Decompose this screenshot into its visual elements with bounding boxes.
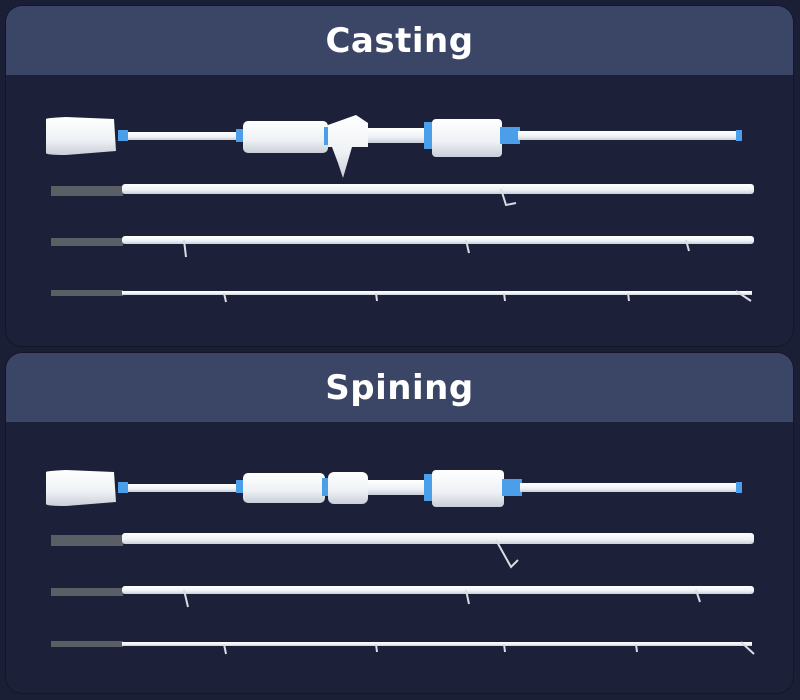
casting-panel-header: Casting [6,6,793,75]
mid-section-1 [51,533,754,569]
spinning-rod-sections [46,470,755,655]
spinning-panel: Spining [6,353,793,693]
butt-section [46,115,742,178]
spinning-panel-title: Spining [325,367,474,408]
casting-panel: Casting [6,6,793,346]
casting-rod-sections [46,115,754,303]
mid-section-1 [51,184,754,207]
casting-panel-title: Casting [325,20,474,61]
butt-section [46,470,742,507]
spinning-rod-image [6,422,793,693]
casting-rod-image [6,75,793,346]
mid-section-2 [51,236,754,258]
tip-section [51,641,755,655]
spinning-panel-header: Spining [6,353,793,422]
tip-section [51,290,752,303]
mid-section-2 [51,586,754,608]
